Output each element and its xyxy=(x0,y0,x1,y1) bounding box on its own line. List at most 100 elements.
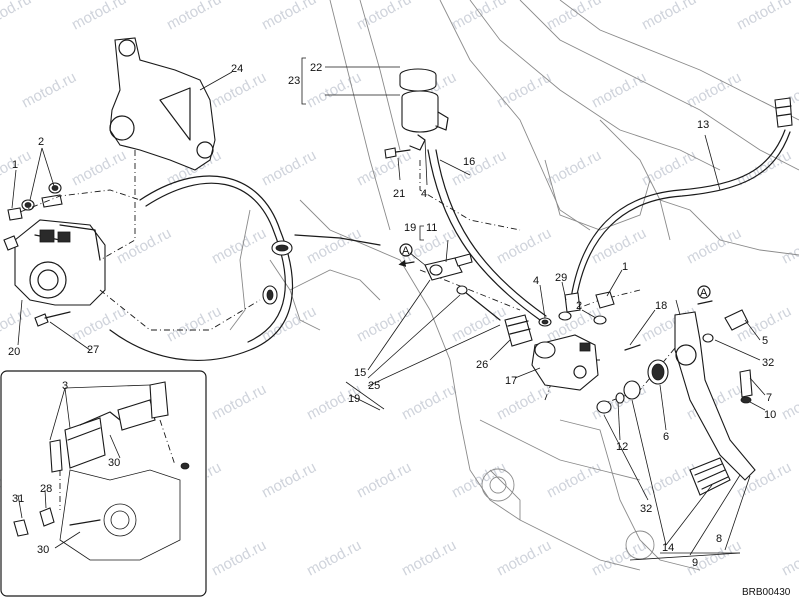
watermark-text: motod.ru xyxy=(399,381,459,424)
callout-19-top: 19 xyxy=(404,222,416,234)
callout-29: 29 xyxy=(555,272,567,284)
watermark-text: motod.ru xyxy=(449,0,509,34)
marker-a-left: A xyxy=(402,245,410,257)
watermark-text: motod.ru xyxy=(779,381,799,424)
callout-13: 13 xyxy=(697,119,709,131)
frame-outline xyxy=(229,0,799,571)
watermark-text: motod.ru xyxy=(209,69,269,112)
watermark-text: motod.ru xyxy=(734,0,794,34)
watermark-text: motod.ru xyxy=(164,0,224,34)
callout-18: 18 xyxy=(655,300,667,312)
brake-pedal xyxy=(674,309,756,496)
callout-2-mid: 2 xyxy=(576,300,582,312)
callout-23: 23 xyxy=(288,75,300,87)
callout-30-bottom: 30 xyxy=(37,544,49,556)
watermark-text: motod.ru xyxy=(209,381,269,424)
pedal-bushings xyxy=(596,344,669,414)
caliper-bracket xyxy=(109,37,216,171)
callout-17: 17 xyxy=(505,375,517,387)
callout-1-left: 1 xyxy=(12,159,18,171)
watermark-text: motod.ru xyxy=(354,147,414,190)
watermark-text: motod.ru xyxy=(354,0,414,34)
callout-32-right: 32 xyxy=(762,357,774,369)
watermark-text: motod.ru xyxy=(0,0,34,34)
watermark-text: motod.ru xyxy=(639,0,699,34)
callout-4-top: 4 xyxy=(421,188,427,200)
brake-caliper xyxy=(3,219,106,306)
callout-numbers: 1 2 24 20 27 22 23 21 4 16 19 11 15 25 1… xyxy=(8,62,776,569)
callout-3: 3 xyxy=(62,380,68,392)
watermark-text: motod.ru xyxy=(639,147,699,190)
callout-20: 20 xyxy=(8,346,20,358)
watermark-text: motod.ru xyxy=(494,69,554,112)
callout-7: 7 xyxy=(766,392,772,404)
watermark-text: motod.ru xyxy=(589,69,649,112)
callout-28: 28 xyxy=(40,483,52,495)
marker-a-right: A xyxy=(700,287,708,299)
callout-12: 12 xyxy=(616,441,628,453)
caliper-bolt xyxy=(34,311,71,327)
watermark-text: motod.ru xyxy=(304,225,364,268)
reservoir-hose xyxy=(427,149,547,321)
watermark-text: motod.ru xyxy=(544,147,604,190)
rear-master-cylinder xyxy=(456,285,599,391)
watermark-text: motod.ru xyxy=(69,0,129,34)
watermark-text: motod.ru xyxy=(69,303,129,346)
watermark-text: motod.ru xyxy=(494,537,554,580)
watermark-text: motod.ru xyxy=(209,537,269,580)
callout-5: 5 xyxy=(762,335,768,347)
watermark-text: motod.ru xyxy=(639,459,699,502)
callout-4-mid: 4 xyxy=(533,275,539,287)
watermark-text: motod.ru xyxy=(259,0,319,34)
watermark-text: motod.ru xyxy=(684,225,744,268)
callout-22: 22 xyxy=(310,62,322,74)
watermark-text: motod.ru xyxy=(304,537,364,580)
rear-brake-hose xyxy=(558,97,793,325)
callout-21: 21 xyxy=(393,188,405,200)
callout-6: 6 xyxy=(663,431,669,443)
watermark-text: motod.ru xyxy=(0,303,34,346)
watermark-text: motod.ru xyxy=(354,459,414,502)
callout-11: 11 xyxy=(426,222,437,234)
watermark-text: motod.ru xyxy=(399,537,459,580)
watermark-text: motod.ru xyxy=(164,303,224,346)
watermark-text: motod.ru xyxy=(544,0,604,34)
callout-14: 14 xyxy=(662,542,674,554)
brake-pad-inset xyxy=(0,370,207,597)
watermark-text: motod.ru xyxy=(259,147,319,190)
watermark-text: motod.ru xyxy=(589,537,649,580)
callout-9: 9 xyxy=(692,557,698,569)
watermark-text: motod.ru xyxy=(779,225,799,268)
drawing-code: BRB00430 xyxy=(742,587,791,598)
callout-8: 8 xyxy=(716,533,722,545)
front-brake-hose xyxy=(109,175,381,361)
watermark-text: motod.ru xyxy=(304,69,364,112)
callout-19-bottom: 19 xyxy=(348,393,360,405)
watermark-text: motod.ru xyxy=(209,225,269,268)
pushrod-clevis xyxy=(424,253,473,281)
callout-31: 31 xyxy=(12,493,24,505)
brake-fluid-reservoir xyxy=(384,68,449,159)
bleed-screws xyxy=(7,182,141,221)
group-brackets xyxy=(301,57,740,554)
watermark-text: motod.ru xyxy=(354,303,414,346)
watermark-text: motod.ru xyxy=(114,225,174,268)
watermark-text: motod.ru xyxy=(259,459,319,502)
callout-1-mid: 1 xyxy=(622,261,628,273)
watermark-text: motod.ru xyxy=(779,537,799,580)
watermark-text: motod.ru xyxy=(69,147,129,190)
watermark-text: motod.ru xyxy=(19,69,79,112)
callout-2-left: 2 xyxy=(38,136,44,148)
callout-15: 15 xyxy=(354,367,366,379)
leader-lines xyxy=(11,66,766,561)
watermark-text: motod.ru xyxy=(494,225,554,268)
callout-16: 16 xyxy=(463,156,475,168)
watermark-text: motod.ru xyxy=(684,69,744,112)
callout-10: 10 xyxy=(764,409,776,421)
callout-30-top: 30 xyxy=(108,457,120,469)
callout-32-bottom: 32 xyxy=(640,503,652,515)
watermark-text: motod.ru xyxy=(544,459,604,502)
callout-25: 25 xyxy=(368,380,380,392)
